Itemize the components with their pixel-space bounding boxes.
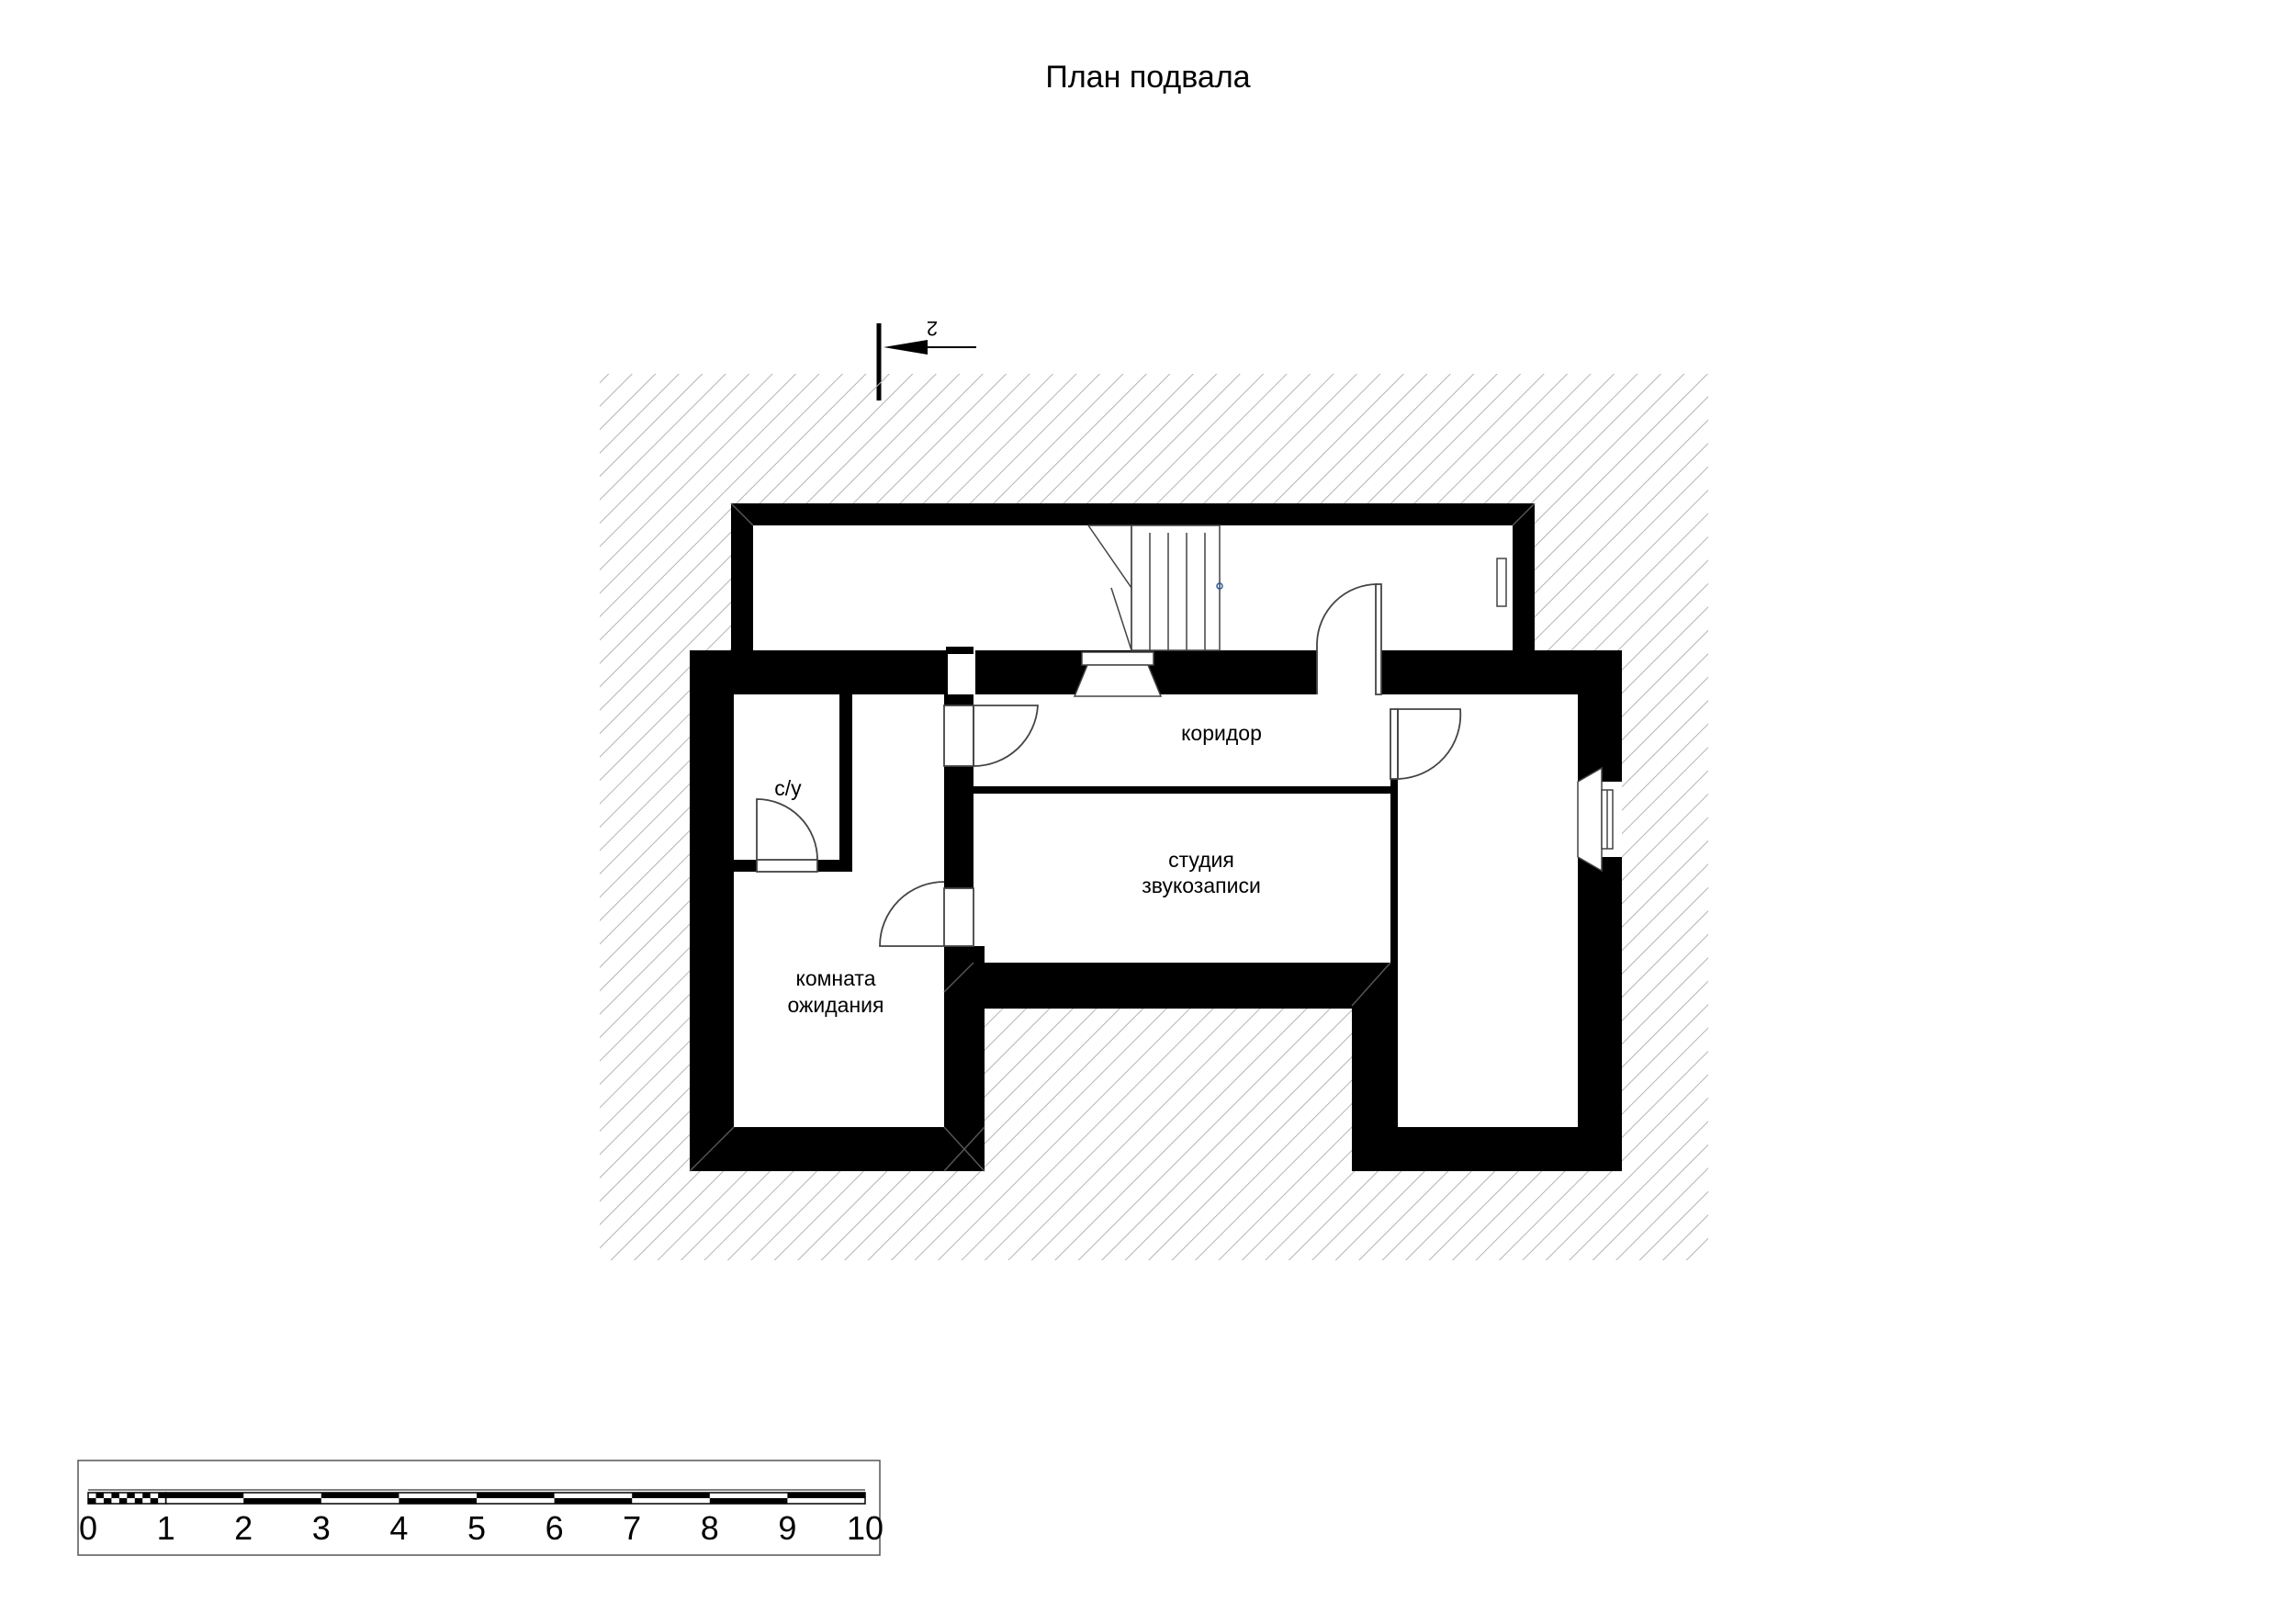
- stair-room-niche: [1496, 558, 1507, 607]
- scale-bar-segments: [87, 1489, 866, 1505]
- scale-bar-label: 7: [623, 1509, 641, 1547]
- wall-bathroom-east: [839, 694, 852, 872]
- scale-bar-sub-outline: [87, 1492, 167, 1505]
- wall-bevels: [689, 502, 1536, 1172]
- scale-bar-segment: [632, 1493, 710, 1498]
- scale-bar-subsegment: [88, 1498, 96, 1504]
- scale-bar-segment: [554, 1498, 633, 1504]
- wall-corridor-studio: [974, 786, 1394, 794]
- scale-bar-frame: [77, 1460, 881, 1556]
- scale-bar-segment: [321, 1493, 400, 1498]
- scale-bar-segment: [243, 1498, 321, 1504]
- wall-east-lower: [1578, 857, 1622, 1171]
- wall-studio-south: [974, 963, 1390, 1009]
- scale-bar-label: 8: [701, 1509, 719, 1547]
- room-label-waiting-line1: комната: [796, 966, 876, 990]
- wall-post: [946, 647, 974, 654]
- wall-waiting-east-upper: [944, 694, 974, 705]
- east-window: [1577, 766, 1614, 873]
- scale-bar-subsegment: [150, 1498, 159, 1504]
- room-label-corridor: коридор: [1181, 721, 1262, 745]
- scale-bar-subsegment: [103, 1498, 112, 1504]
- scale-bar-segment: [165, 1493, 244, 1498]
- wall-west: [690, 650, 734, 1171]
- scale-bar-segment: [477, 1493, 555, 1498]
- scale-bar-label: 3: [312, 1509, 331, 1547]
- section-arrow-icon: [884, 340, 928, 355]
- scale-bar-labels: 0 1 2 3 4 5 6 7 8 9 10: [79, 1509, 884, 1547]
- door-corridor-west[interactable]: [943, 705, 1039, 767]
- wall-bathroom-south: [817, 860, 852, 872]
- scale-bar-label: 0: [79, 1509, 97, 1547]
- wall-south-east: [1352, 1127, 1622, 1171]
- wall-stair-room-right: [1513, 503, 1535, 650]
- room-label-waiting-line2: ожидания: [788, 993, 884, 1017]
- wall-east-block-west-upper: [1390, 779, 1398, 963]
- scale-bar-segment: [399, 1498, 477, 1504]
- scale-bar-label: 9: [778, 1509, 796, 1547]
- scale-bar-subsegment: [134, 1498, 143, 1504]
- door-corridor-east[interactable]: [1390, 708, 1462, 780]
- scale-bar-label: 4: [389, 1509, 408, 1547]
- scale-bar-subsegment: [111, 1493, 119, 1498]
- scale-bar-segment: [787, 1493, 865, 1498]
- stair-opening: [1073, 651, 1163, 697]
- room-label-studio-line1: студия: [1168, 848, 1234, 872]
- scale-bar-label: 2: [234, 1509, 253, 1547]
- wall-top-outer: [731, 503, 1535, 525]
- scale-bar-subsegment: [96, 1493, 104, 1498]
- scale-bar-segment: [709, 1498, 788, 1504]
- walls: [690, 503, 1622, 1171]
- scale-bar-label: 6: [546, 1509, 564, 1547]
- doors: [756, 583, 1462, 947]
- scale-bar-subsegment: [118, 1498, 128, 1504]
- scale-bar-subsegment: [127, 1493, 135, 1498]
- scale-bar-subsegment: [158, 1493, 166, 1498]
- drawing-title: План подвала: [1045, 60, 1250, 95]
- wall-bathroom-south-left: [734, 860, 757, 872]
- scale-bar-label: 1: [157, 1509, 175, 1547]
- wall-stair-room-left: [731, 503, 753, 650]
- scale-bar-label: 5: [467, 1509, 486, 1547]
- door-bathroom[interactable]: [756, 798, 818, 873]
- room-label-bathroom: с/у: [774, 776, 802, 800]
- staircase: [1087, 524, 1223, 651]
- section-mark-label: 2: [927, 317, 938, 340]
- wall-south-waiting: [690, 1127, 984, 1171]
- wall-east-upper: [1578, 650, 1622, 782]
- scale-bar-subsegment: [142, 1493, 151, 1498]
- door-studio[interactable]: [879, 881, 974, 947]
- scale-bar-label: 10: [847, 1509, 884, 1547]
- scale-bar: 0 1 2 3 4 5 6 7 8 9 10: [77, 1460, 884, 1556]
- wall-waiting-east-mid: [944, 766, 974, 888]
- room-label-studio-line2: звукозаписи: [1142, 874, 1261, 897]
- door-stair-room[interactable]: [1316, 583, 1382, 695]
